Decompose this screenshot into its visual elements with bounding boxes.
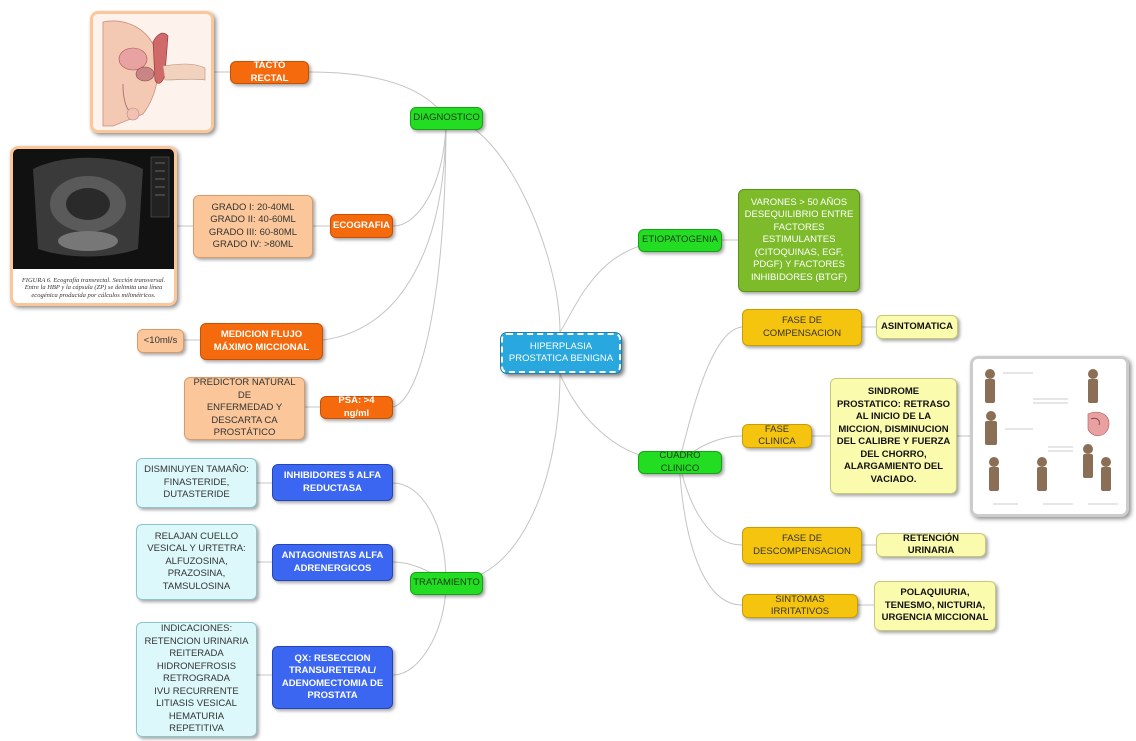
node-psa-label: PSA: >4 ng/ml — [338, 395, 375, 419]
node-inhibidores-desc-label: DISMINUYEN TAMAÑO: FINASTERIDE, DUTASTER… — [144, 464, 249, 501]
link-diag-ecografia — [392, 117, 447, 227]
anatomy-illustration-icon — [93, 14, 211, 130]
node-retencion-urinaria-label: RETENCIÓN URINARIA — [903, 532, 959, 557]
node-inhibidores-5-alfa[interactable]: INHIBIDORES 5 ALFA REDUCTASA — [272, 464, 393, 501]
node-flujo-maximo[interactable]: MEDICION FLUJO MÁXIMO MICCIONAL — [200, 323, 323, 360]
node-ecografia-label: ECOGRAFIA — [333, 219, 390, 231]
central-topic[interactable]: HIPERPLASIA PROSTATICA BENIGNA — [500, 332, 622, 374]
node-fase-compensacion-label: FASE DE COMPENSACION — [762, 315, 842, 339]
node-qx-indicaciones-label: INDICACIONES: RETENCION URINARIA REITERA… — [144, 623, 249, 735]
link-central-cuadro — [559, 373, 680, 463]
node-etiopatogenia-desc-label: VARONES > 50 AÑOS DESEQUILIBRIO ENTRE FA… — [744, 196, 854, 283]
node-sintomas-irritativos[interactable]: SINTOMAS IRRITATIVOS — [742, 594, 858, 618]
link-cuadro-descompensacion — [678, 461, 743, 546]
link-central-etiopatogenia — [559, 239, 680, 333]
node-qx-reseccion-label: QX: RESECCION TRANSURETERAL/ ADENOMECTOM… — [281, 652, 384, 702]
node-flujo-maximo-label: MEDICION FLUJO MÁXIMO MICCIONAL — [213, 329, 310, 353]
node-ecografia-grados[interactable]: GRADO I: 20-40ML GRADO II: 40-60ML GRADO… — [193, 195, 313, 258]
node-inhibidores-5-alfa-label: INHIBIDORES 5 ALFA REDUCTASA — [283, 470, 382, 494]
link-diag-psa — [392, 117, 447, 408]
node-antagonistas-desc[interactable]: RELAJAN CUELLO VESICAL Y URTETRA: ALFUZO… — [136, 524, 257, 600]
ultrasound-scan-icon — [13, 149, 174, 269]
node-ecografia[interactable]: ECOGRAFIA — [330, 214, 393, 238]
node-fase-clinica-label: FASE CLINICA — [758, 423, 796, 448]
branch-tratamiento[interactable]: TRATAMIENTO — [410, 572, 483, 595]
node-psa-desc-label: PREDICTOR NATURAL DE ENFERMEDAD Y DESCAR… — [193, 377, 296, 439]
link-central-diagnostico — [445, 117, 561, 333]
node-fase-compensacion[interactable]: FASE DE COMPENSACION — [742, 309, 862, 346]
branch-etiopatogenia[interactable]: ETIOPATOGENIA — [638, 229, 722, 252]
branch-diagnostico-label: DIAGNOSTICO — [413, 112, 480, 124]
node-qx-reseccion[interactable]: QX: RESECCION TRANSURETERAL/ ADENOMECTOM… — [272, 646, 393, 709]
link-diag-tacto — [308, 71, 447, 119]
node-sintomas-irritativos-label: SINTOMAS IRRITATIVOS — [770, 593, 830, 618]
central-topic-label: HIPERPLASIA PROSTATICA BENIGNA — [508, 340, 614, 365]
link-trat-inhibidores — [392, 482, 447, 584]
branch-cuadro-clinico-label: CUADRO CLINICO — [659, 450, 701, 474]
node-sintomas-irritativos-desc-label: POLAQUIURIA, TENESMO, NICTURIA, URGENCIA… — [881, 587, 989, 624]
node-sintomas-irritativos-desc[interactable]: POLAQUIURIA, TENESMO, NICTURIA, URGENCIA… — [874, 581, 996, 631]
node-ecografia-grados-label: GRADO I: 20-40ML GRADO II: 40-60ML GRADO… — [208, 201, 298, 251]
node-antagonistas-alfa-label: ANTAGONISTAS ALFA ADRENERGICOS — [281, 550, 384, 574]
micturition-symptoms-icon — [973, 359, 1126, 514]
node-retencion-urinaria[interactable]: RETENCIÓN URINARIA — [876, 533, 986, 557]
node-psa[interactable]: PSA: >4 ng/ml — [320, 395, 393, 419]
node-asintomatica[interactable]: ASINTOMATICA — [876, 315, 958, 339]
node-flujo-valor-label: <10ml/s — [143, 334, 178, 346]
branch-etiopatogenia-label: ETIOPATOGENIA — [642, 234, 719, 246]
node-sindrome-prostatico[interactable]: SINDROME PROSTATICO: RETRASO AL INICIO D… — [830, 378, 957, 494]
branch-tratamiento-label: TRATAMIENTO — [413, 577, 480, 589]
branch-cuadro-clinico[interactable]: CUADRO CLINICO — [638, 450, 722, 474]
node-tacto-rectal[interactable]: TACTO RECTAL — [230, 60, 309, 84]
node-fase-descompensacion-label: FASE DE DESCOMPENSACION — [753, 533, 851, 557]
node-antagonistas-alfa[interactable]: ANTAGONISTAS ALFA ADRENERGICOS — [272, 544, 393, 581]
link-cuadro-irritativos — [678, 461, 743, 606]
link-trat-qx — [392, 582, 447, 676]
ecografia-image: FIGURA 6. Ecografía transrectal. Sección… — [10, 146, 177, 306]
node-psa-desc[interactable]: PREDICTOR NATURAL DE ENFERMEDAD Y DESCAR… — [184, 377, 305, 440]
node-etiopatogenia-desc[interactable]: VARONES > 50 AÑOS DESEQUILIBRIO ENTRE FA… — [738, 189, 860, 292]
ecografia-caption: FIGURA 6. Ecografía transrectal. Sección… — [21, 276, 166, 299]
node-flujo-valor[interactable]: <10ml/s — [137, 329, 184, 353]
sindrome-prostatico-image — [970, 356, 1129, 517]
branch-diagnostico[interactable]: DIAGNOSTICO — [410, 107, 483, 130]
node-sindrome-prostatico-label: SINDROME PROSTATICO: RETRASO AL INICIO D… — [836, 386, 951, 485]
node-inhibidores-desc[interactable]: DISMINUYEN TAMAÑO: FINASTERIDE, DUTASTER… — [136, 458, 257, 508]
link-diag-flujo — [322, 117, 447, 341]
link-central-tratamiento — [445, 373, 561, 584]
tacto-rectal-image — [90, 11, 214, 133]
node-fase-clinica[interactable]: FASE CLINICA — [742, 424, 812, 448]
node-antagonistas-desc-label: RELAJAN CUELLO VESICAL Y URTETRA: ALFUZO… — [147, 530, 246, 592]
node-qx-indicaciones[interactable]: INDICACIONES: RETENCION URINARIA REITERA… — [136, 622, 257, 737]
node-tacto-rectal-label: TACTO RECTAL — [250, 60, 289, 84]
link-cuadro-compensacion — [678, 326, 743, 463]
node-asintomatica-label: ASINTOMATICA — [881, 320, 953, 332]
node-fase-descompensacion[interactable]: FASE DE DESCOMPENSACION — [742, 527, 862, 564]
